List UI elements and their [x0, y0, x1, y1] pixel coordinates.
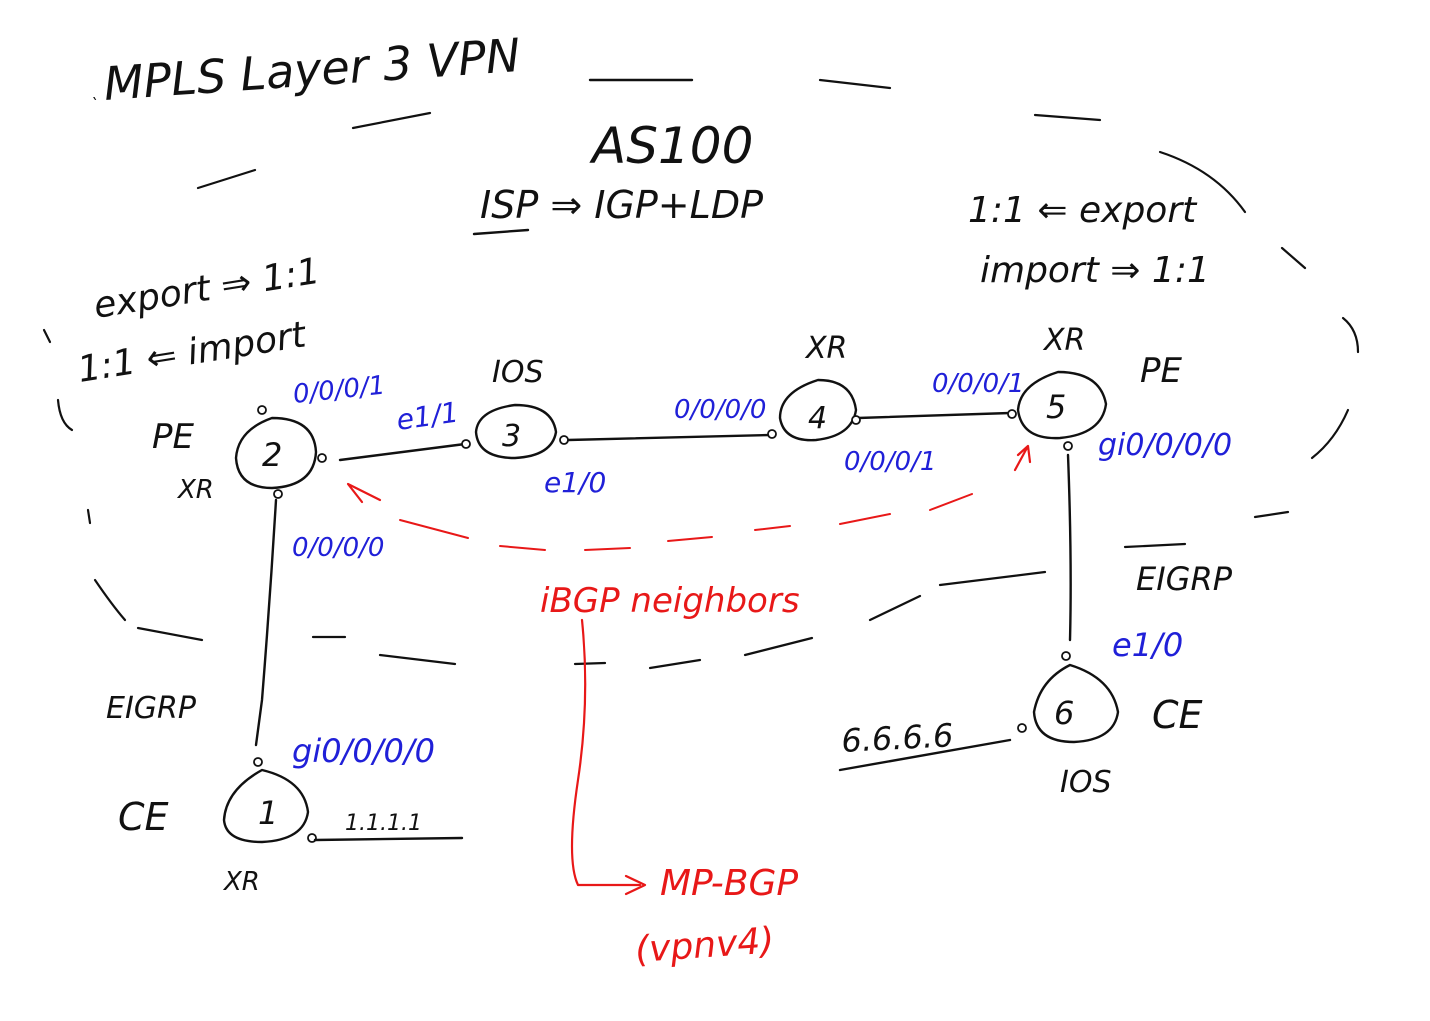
router-3[interactable]: 3	[461, 403, 569, 460]
left-import-note: 1:1 ⇐ import	[75, 314, 310, 391]
router-4-os: XR	[804, 331, 847, 366]
iface-r6-to-r5: e1/0	[1112, 626, 1183, 664]
router-4-id: 4	[808, 401, 827, 436]
loopback-r6-line	[838, 738, 1012, 772]
router-3-os: IOS	[492, 355, 544, 390]
router-6[interactable]: 6	[1017, 651, 1120, 744]
iface-r4-to-r5: 0/0/0/1	[844, 447, 936, 477]
ibgp-session	[346, 444, 1032, 551]
router-6-id: 6	[1054, 694, 1074, 732]
router-4[interactable]: 4	[767, 378, 861, 442]
right-import-note: import ⇒ 1:1	[980, 250, 1210, 291]
iface-r2-to-r1: 0/0/0/0	[292, 533, 384, 563]
iface-r3-to-r2: e1/1	[394, 396, 460, 437]
loopback-r1-line	[313, 836, 464, 842]
link-r5-r6	[1066, 453, 1072, 642]
router-5[interactable]: 5	[1007, 370, 1108, 451]
isp-underline	[472, 228, 530, 236]
router-6-role: CE	[1152, 693, 1203, 737]
router-2-os: XR	[176, 475, 214, 505]
router-2-id: 2	[262, 436, 282, 474]
router-5-role: PE	[1140, 351, 1183, 391]
mpbgp-arrow	[570, 618, 642, 887]
ibgp-label: iBGP neighbors	[540, 581, 800, 621]
router-1-os: XR	[222, 867, 260, 897]
iface-r3-to-r4: e1/0	[544, 466, 606, 499]
router-1[interactable]: 1	[222, 757, 317, 844]
router-3-id: 3	[502, 419, 521, 454]
link-r3-r4	[566, 433, 772, 442]
iface-r4-to-r3: 0/0/0/0	[674, 395, 766, 425]
router-6-os: IOS	[1060, 765, 1112, 800]
iface-r1-to-r2: gi0/0/0/0	[292, 732, 435, 770]
as-label: AS100	[589, 117, 753, 175]
router-2-role: PE	[152, 417, 195, 457]
router-1-role: CE	[118, 795, 169, 839]
mpbgp-arrowhead	[624, 874, 647, 896]
isp-protocols-label: ISP ⇒ IGP+LDP	[480, 183, 763, 227]
left-note-tick: ˎ	[90, 81, 98, 100]
diagram-title: MPLS Layer 3 VPN	[102, 28, 522, 111]
router-5-os: XR	[1042, 323, 1085, 358]
eigrp-label-left: EIGRP	[106, 691, 197, 726]
links	[254, 411, 1072, 747]
loopback-r1: 1.1.1.1	[345, 811, 422, 836]
as-boundary	[42, 78, 1360, 670]
router-5-id: 5	[1046, 388, 1066, 426]
ibgp-arrow-left	[346, 482, 382, 504]
router-1-id: 1	[258, 794, 278, 832]
left-export-note: export ⇒ 1:1	[91, 251, 323, 327]
right-export-note: 1:1 ⇐ export	[968, 190, 1198, 231]
mpbgp-label: MP-BGP	[660, 863, 798, 904]
router-2[interactable]: 2	[234, 405, 327, 499]
ibgp-arrow-right	[1013, 444, 1032, 472]
link-r4-r5	[856, 411, 1012, 420]
iface-r5-to-r4: 0/0/0/1	[932, 369, 1024, 399]
eigrp-label-right: EIGRP	[1136, 560, 1233, 598]
mpbgp-afi-label: (vpnv4)	[634, 920, 776, 971]
iface-r2-to-r3: 0/0/0/1	[292, 370, 387, 409]
link-r2-r3	[338, 442, 467, 462]
link-r2-r1	[254, 498, 278, 747]
iface-r5-to-r6: gi0/0/0/0	[1098, 428, 1232, 463]
